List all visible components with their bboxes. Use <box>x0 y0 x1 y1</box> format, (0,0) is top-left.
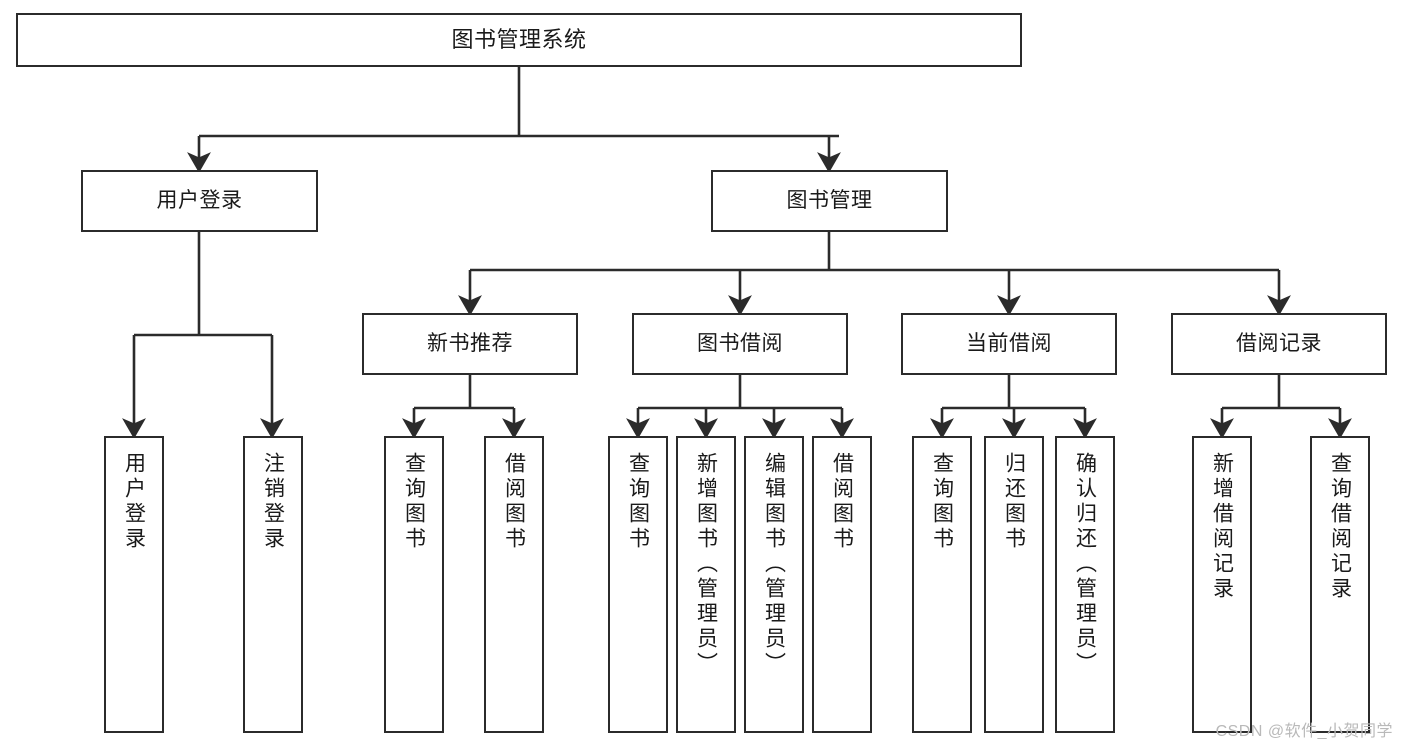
leaf-logout[interactable]: 注销登录 <box>243 436 303 733</box>
leaf-edit-book-admin-label: 编辑图书（管理员） <box>762 452 786 677</box>
leaf-logout-label: 注销登录 <box>261 452 285 552</box>
leaf-borrow-book-label: 借阅图书 <box>830 452 854 552</box>
leaf-query-book-current-label: 查询图书 <box>930 452 954 552</box>
leaf-query-book-borrow-label: 查询图书 <box>626 452 650 552</box>
leaf-add-borrow-record[interactable]: 新增借阅记录 <box>1192 436 1252 733</box>
node-root[interactable]: 图书管理系统 <box>16 13 1022 67</box>
leaf-add-book-admin-label: 新增图书（管理员） <box>694 452 718 677</box>
leaf-query-book-recommend-label: 查询图书 <box>402 452 426 552</box>
node-borrow-record-label: 借阅记录 <box>1236 331 1322 355</box>
leaf-query-borrow-record-label: 查询借阅记录 <box>1328 452 1352 602</box>
node-root-label: 图书管理系统 <box>451 27 587 53</box>
node-borrow-record[interactable]: 借阅记录 <box>1171 313 1387 375</box>
leaf-add-book-admin[interactable]: 新增图书（管理员） <box>676 436 736 733</box>
node-book-management-label: 图书管理 <box>786 188 873 212</box>
node-user-login[interactable]: 用户登录 <box>81 170 318 232</box>
leaf-return-book-label: 归还图书 <box>1002 452 1026 552</box>
node-book-borrow-label: 图书借阅 <box>697 331 783 355</box>
leaf-confirm-return-admin-label: 确认归还（管理员） <box>1073 452 1097 677</box>
leaf-user-login[interactable]: 用户登录 <box>104 436 164 733</box>
leaf-borrow-book-recommend[interactable]: 借阅图书 <box>484 436 544 733</box>
leaf-query-borrow-record[interactable]: 查询借阅记录 <box>1310 436 1370 733</box>
leaf-confirm-return-admin[interactable]: 确认归还（管理员） <box>1055 436 1115 733</box>
leaf-edit-book-admin[interactable]: 编辑图书（管理员） <box>744 436 804 733</box>
leaf-query-book-borrow[interactable]: 查询图书 <box>608 436 668 733</box>
leaf-user-login-label: 用户登录 <box>122 452 146 552</box>
node-user-login-label: 用户登录 <box>156 188 243 212</box>
node-book-borrow[interactable]: 图书借阅 <box>632 313 848 375</box>
leaf-query-book-recommend[interactable]: 查询图书 <box>384 436 444 733</box>
node-new-book-recommend[interactable]: 新书推荐 <box>362 313 578 375</box>
leaf-query-book-current[interactable]: 查询图书 <box>912 436 972 733</box>
leaf-return-book[interactable]: 归还图书 <box>984 436 1044 733</box>
node-current-borrow[interactable]: 当前借阅 <box>901 313 1117 375</box>
leaf-add-borrow-record-label: 新增借阅记录 <box>1210 452 1234 602</box>
node-book-management[interactable]: 图书管理 <box>711 170 948 232</box>
node-current-borrow-label: 当前借阅 <box>966 331 1052 355</box>
leaf-borrow-book-recommend-label: 借阅图书 <box>502 452 526 552</box>
csdn-watermark: CSDN @软件_小贺同学 <box>1215 723 1393 740</box>
node-new-book-recommend-label: 新书推荐 <box>427 331 513 355</box>
leaf-borrow-book[interactable]: 借阅图书 <box>812 436 872 733</box>
